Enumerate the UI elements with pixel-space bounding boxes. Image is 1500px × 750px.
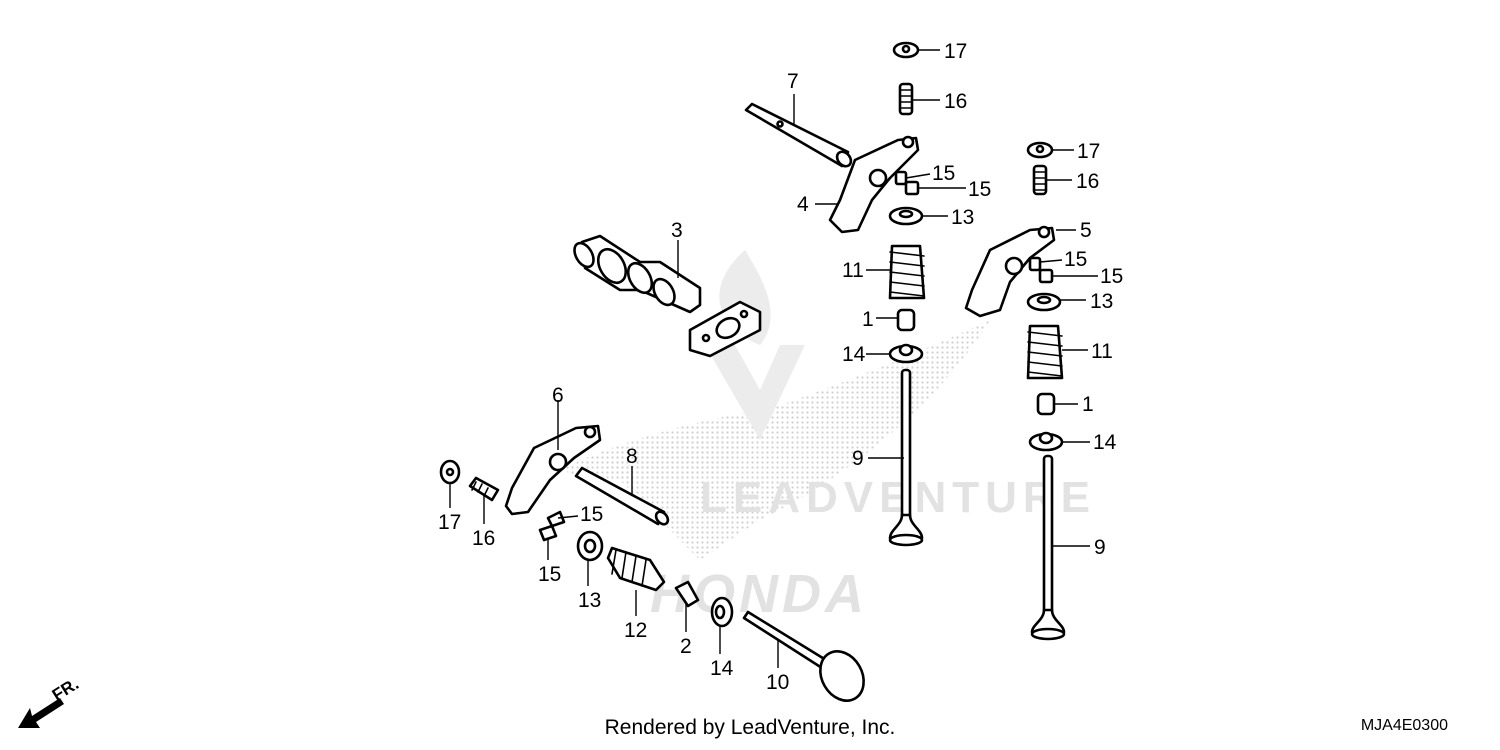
valve-lower-left xyxy=(742,610,865,702)
callout-10: 10 xyxy=(766,671,789,694)
valve-spring-lower-left xyxy=(606,546,666,592)
spring-seat-center xyxy=(888,343,924,364)
callout-6: 6 xyxy=(552,384,564,407)
callout-13-center: 13 xyxy=(951,206,974,229)
callout-11-right: 11 xyxy=(1091,340,1113,363)
retainer-lower-left xyxy=(576,530,604,562)
valve-spring-right xyxy=(1026,324,1064,380)
callout-leaders xyxy=(449,49,1098,668)
diagram-code: MJA4E0300 xyxy=(1360,717,1448,734)
callout-16-top: 16 xyxy=(944,90,967,113)
watermark: LEADVENTURE HONDA xyxy=(560,250,1096,624)
stem-seal-right xyxy=(1036,392,1056,416)
rocker-arm-intake xyxy=(828,135,920,234)
callout-9-right: 9 xyxy=(1094,536,1106,559)
callout-15-center-b: 15 xyxy=(968,178,991,201)
adjusting-screw-lower-left xyxy=(468,476,500,502)
stem-seal-lower-left xyxy=(674,580,700,608)
callout-16-left: 16 xyxy=(472,527,495,550)
valve-right xyxy=(1030,454,1066,641)
callout-17-right: 17 xyxy=(1077,140,1100,163)
rocker-arm-shaft-upper xyxy=(744,102,853,168)
callout-15-right-a: 15 xyxy=(1064,248,1087,271)
rocker-arm-left xyxy=(504,424,602,516)
rocker-arm-shaft-lower xyxy=(574,466,670,526)
callout-15-left-a: 15 xyxy=(580,503,603,526)
valve-spring-center xyxy=(888,244,926,300)
callout-13-left: 13 xyxy=(578,589,601,612)
callout-labels: 17 16 7 15 15 4 13 3 11 1 14 9 17 16 5 1… xyxy=(438,40,1123,694)
adjusting-screw-upper-center xyxy=(898,82,914,116)
valve-center xyxy=(888,368,924,547)
stem-seal-center xyxy=(896,308,916,332)
camshaft xyxy=(573,234,762,358)
callout-5: 5 xyxy=(1080,219,1092,242)
callout-4: 4 xyxy=(797,193,809,216)
cotters-center xyxy=(894,170,920,196)
callout-1-center: 1 xyxy=(862,308,874,331)
callout-14-left: 14 xyxy=(710,657,734,680)
cotters-lower-left xyxy=(538,510,566,542)
svg-text:LEADVENTURE: LEADVENTURE xyxy=(700,473,1096,522)
callout-7: 7 xyxy=(787,70,799,93)
callout-9-center: 9 xyxy=(852,447,864,470)
render-credit: Rendered by LeadVenture, Inc. xyxy=(604,716,896,739)
callout-3: 3 xyxy=(671,219,683,242)
spring-seat-lower-left xyxy=(710,596,734,628)
adjusting-screw-upper-right xyxy=(1032,164,1048,196)
callout-8: 8 xyxy=(626,445,638,468)
nut-upper-center xyxy=(892,41,920,59)
callout-12: 12 xyxy=(624,619,647,642)
retainer-right xyxy=(1026,292,1062,312)
retainer-center xyxy=(888,206,924,226)
rocker-arm-exhaust xyxy=(964,225,1056,318)
callout-17-top: 17 xyxy=(944,40,967,63)
callout-15-left-b: 15 xyxy=(538,563,561,586)
callout-1-right: 1 xyxy=(1082,393,1094,416)
callout-17-left: 17 xyxy=(438,511,461,534)
callout-14-center: 14 xyxy=(842,343,866,366)
callout-11-center: 11 xyxy=(842,259,864,282)
callout-13-right: 13 xyxy=(1090,290,1113,313)
callout-14-right: 14 xyxy=(1093,431,1117,454)
callout-15-right-b: 15 xyxy=(1100,265,1123,288)
front-direction-arrow-icon xyxy=(18,698,64,728)
callout-16-right: 16 xyxy=(1076,170,1099,193)
callout-15-center-a: 15 xyxy=(932,162,955,185)
spring-seat-right xyxy=(1028,431,1064,452)
nut-upper-right xyxy=(1026,141,1054,159)
nut-lower-left xyxy=(439,459,461,485)
callout-2: 2 xyxy=(680,635,692,658)
